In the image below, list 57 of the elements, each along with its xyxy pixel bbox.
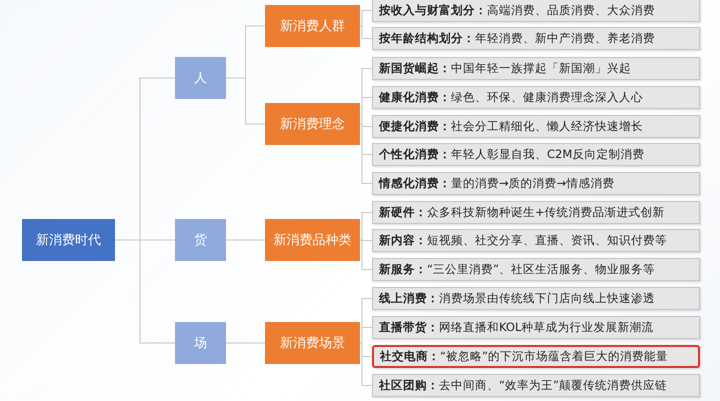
connector-line <box>226 342 266 344</box>
detail-box <box>372 115 700 138</box>
connector-line <box>226 78 266 124</box>
connector-line <box>114 240 176 344</box>
node-text: 线上消费：消费场景由传统线下门店向线上快速渗透 <box>379 291 655 306</box>
detail-box <box>372 86 700 109</box>
detail-box <box>372 143 700 166</box>
node-text: 直播带货：网络直播和KOL种草成为行业发展新潮流 <box>379 320 654 335</box>
node-text: 货 <box>194 232 207 249</box>
detail-box <box>372 172 700 195</box>
connector-line <box>360 240 372 270</box>
connector-line <box>360 212 372 240</box>
connector-line <box>360 10 372 26</box>
detail-box <box>372 27 700 50</box>
node-text: 社交电商：“被忽略”的下沉市场蕴含着巨大的消费能量 <box>380 349 668 364</box>
root-box <box>22 219 115 261</box>
detail-box <box>372 57 700 80</box>
node-text: 新服务：“三公里消费”、社区生活服务、物业服务等 <box>379 262 655 277</box>
highlighted-detail-box <box>372 345 700 368</box>
detail-box <box>372 374 700 397</box>
detail-box <box>372 287 700 310</box>
node-text: 新消费时代 <box>36 232 101 249</box>
dimension-box <box>175 57 226 99</box>
connector-line <box>360 124 372 127</box>
detail-box <box>372 0 700 22</box>
node-text: 便捷化消费：社会分工精细化、懒人经济快速增长 <box>379 119 643 134</box>
connector-line <box>360 327 372 344</box>
detail-box <box>372 258 700 281</box>
node-text: 新国货崛起：中国年轻一族撑起「新国潮」兴起 <box>379 61 631 76</box>
connector-line <box>360 124 372 184</box>
connector-line <box>360 342 372 386</box>
node-text: 新消费品种类 <box>274 232 352 249</box>
node-text: 情感化消费：量的消费→质的消费→情感消费 <box>379 176 614 191</box>
dimension-box <box>175 322 226 364</box>
node-text: 健康化消费：绿色、环保、健康消费理念深入人心 <box>379 90 643 105</box>
node-text: 按年龄结构划分：年轻消费、新中产消费、养老消费 <box>379 31 655 46</box>
node-text: 新消费场景 <box>280 335 345 352</box>
node-text: 新硬件：众多科技新物种诞生+传统消费品渐进式创新 <box>379 205 665 220</box>
connector-line <box>360 240 372 241</box>
node-text: 按收入与财富划分：高端消费、品质消费、大众消费 <box>379 3 655 18</box>
node-text: 场 <box>194 335 207 352</box>
detail-box <box>372 316 700 339</box>
node-text: 社区团购：去中间商、“效率为王”颠覆传统消费供应链 <box>379 378 667 393</box>
node-text: 人 <box>194 70 207 87</box>
category-box <box>265 103 360 145</box>
node-text: 个性化消费：年轻人彰显自我、C2M反向定制消费 <box>379 147 644 162</box>
connector-line <box>360 97 372 124</box>
node-text: 新内容：短视频、社交分享、直播、资讯、知识付费等 <box>379 233 667 248</box>
node-text: 新消费理念 <box>280 116 345 133</box>
connector-line <box>360 26 372 39</box>
category-box <box>265 219 360 261</box>
dimension-box <box>175 219 226 261</box>
node-text: 新消费人群 <box>280 18 345 35</box>
detail-box <box>372 229 700 252</box>
category-box <box>265 322 360 364</box>
category-box <box>265 5 360 47</box>
detail-box <box>372 201 700 224</box>
